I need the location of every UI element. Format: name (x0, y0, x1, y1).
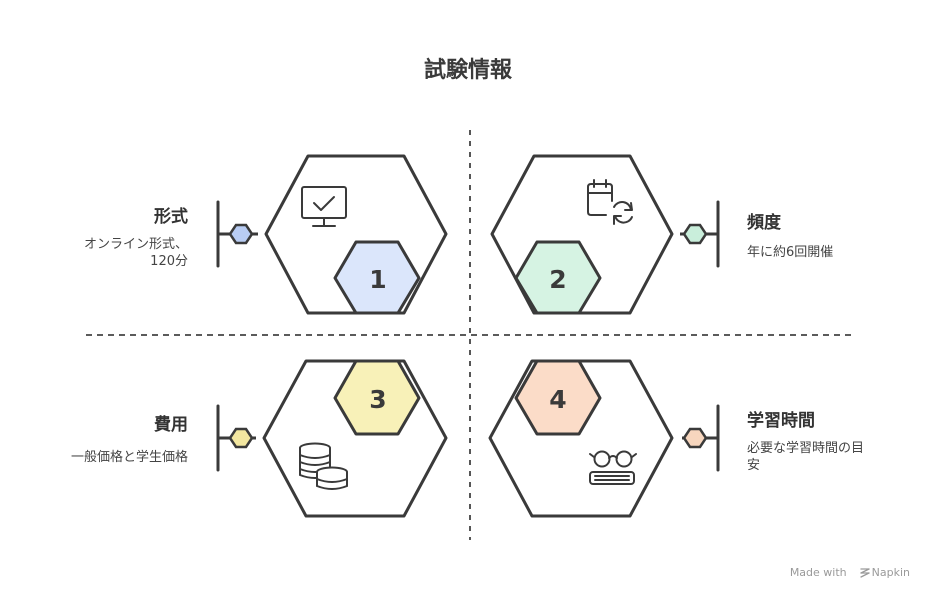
hex-marker-3 (228, 427, 254, 449)
quadrant-1: 1 (216, 154, 448, 315)
small-hexagon-4-fill (516, 361, 600, 434)
connector-4 (682, 404, 720, 472)
step-number-1: 1 (369, 265, 386, 294)
step-number-3: 3 (369, 385, 386, 414)
item-label-4: 学習時間 (747, 411, 815, 431)
quadrant-2: 2 (490, 154, 720, 315)
quadrant-3: 3 (216, 359, 448, 518)
small-hexagon-1-outline (333, 240, 421, 315)
item-label-2: 頻度 (747, 213, 781, 233)
connector-2 (680, 200, 720, 268)
hex-marker-1 (228, 223, 254, 245)
large-hexagon-3 (262, 359, 448, 518)
connector-1 (216, 200, 258, 268)
small-hexagon-2-outline (514, 240, 602, 315)
monitor-check-icon (301, 186, 347, 227)
step-number-4: 4 (549, 385, 566, 414)
item-description-4: 必要な学習時間の目 安 (747, 441, 865, 473)
item-label-1: 形式 (154, 207, 188, 227)
large-hexagon-4 (488, 359, 674, 518)
item-description-1: オンライン形式、 120分 (83, 237, 188, 269)
footer-brand: Napkin (871, 566, 910, 579)
item-label-3: 費用 (154, 415, 188, 435)
item-description-2: 年に約6回開催 (747, 245, 834, 260)
large-hexagon-2 (490, 154, 674, 315)
small-hexagon-1-fill (335, 242, 419, 313)
item-description-3: 一般価格と学生価格 (70, 450, 188, 465)
calendar-refresh-icon (587, 179, 633, 225)
small-hexagon-3-outline (333, 359, 421, 436)
hex-marker-2 (682, 223, 708, 245)
small-hexagon-2-fill (516, 242, 600, 313)
large-hexagon-1 (264, 154, 448, 315)
quadrant-4: 4 (488, 359, 720, 518)
small-hexagon-3-fill (335, 361, 419, 434)
napkin-logo-icon (860, 568, 870, 578)
connector-3 (216, 404, 256, 472)
page-title: 試験情報 (423, 58, 512, 83)
glasses-book-icon (589, 450, 637, 485)
footer-text: Made with (789, 566, 847, 579)
hex-marker-4 (682, 427, 708, 449)
made-with-napkin: Made with Napkin (790, 566, 910, 579)
step-number-2: 2 (549, 265, 566, 294)
coins-stack-icon (299, 442, 348, 490)
small-hexagon-4-outline (514, 359, 602, 436)
